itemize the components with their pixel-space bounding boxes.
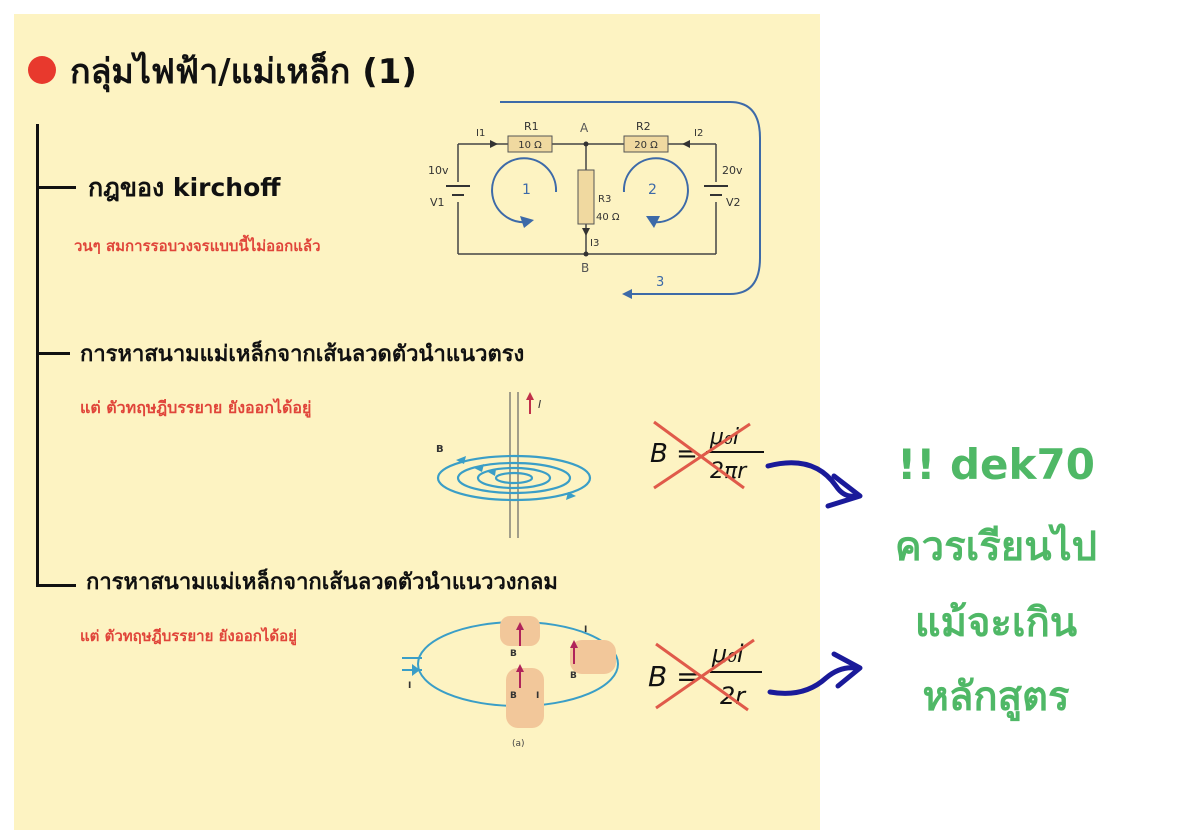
r2-value: 20 Ω: [634, 140, 658, 151]
formula-circular-loop: B = μ₀i 2r: [648, 638, 762, 712]
hand-right: [570, 640, 616, 674]
side-note-line-3: แม้จะเกิน: [914, 600, 1078, 646]
node-b: B: [581, 261, 589, 275]
arrow-to-side-note-2: [767, 651, 863, 696]
loop-1-label: 1: [522, 182, 531, 198]
formula-1-numerator: μ₀i: [709, 425, 739, 450]
arrow-to-side-note-1: [765, 460, 863, 509]
content-panel: [14, 14, 820, 830]
formula-2-lhs: B =: [648, 660, 700, 693]
r1-label: R1: [524, 120, 539, 133]
i3-label: I3: [590, 238, 599, 249]
loop-3-label: 3: [656, 275, 664, 290]
resistor-r1: [507, 135, 553, 153]
straight-wire-field-diagram: I B: [436, 392, 592, 538]
formula-1-cross-a: [653, 420, 745, 490]
svg-text:I: I: [584, 625, 587, 635]
r3-label: R3: [598, 194, 611, 205]
v2-value: 20v: [722, 164, 743, 177]
note-straight-wire: แต่ ตัวทฤษฎีบรรยาย ยังออกได้อยู่: [80, 398, 312, 417]
side-note-line-2: ควรเรียนไป: [894, 524, 1098, 570]
i2-label: I2: [694, 128, 703, 139]
svg-text:B: B: [510, 691, 517, 701]
field-label-loop: B: [510, 649, 517, 659]
formula-2-cross-b: [655, 638, 755, 710]
page-title: กลุ่มไฟฟ้า/แม่เหล็ก (1): [70, 52, 417, 92]
tree-branch-3: [36, 584, 76, 587]
loop-2-label: 2: [648, 182, 657, 198]
i1-label: I1: [476, 128, 485, 139]
heading-circular-wire: การหาสนามแม่เหล็กจากเส้นลวดตัวนำแนววงกลม: [86, 570, 558, 595]
field-label-straight: B: [436, 444, 444, 455]
side-note-line-4: หลักสูตร: [922, 674, 1070, 720]
node-a: A: [580, 121, 589, 135]
circular-loop-field-diagram: B B B I I I (a): [402, 616, 619, 749]
svg-text:I: I: [536, 691, 539, 701]
hand-bottom: [506, 668, 544, 728]
heading-straight-wire: การหาสนามแม่เหล็กจากเส้นลวดตัวนำแนวตรง: [80, 342, 525, 367]
title-bullet: [28, 56, 56, 84]
heading-kirchoff: กฎของ kirchoff: [88, 173, 281, 202]
side-note-line-1: !! dek70: [897, 440, 1095, 489]
formula-1-denominator: 2πr: [710, 459, 748, 484]
current-label-loop: I: [408, 681, 411, 691]
note-kirchoff: วนๆ สมการรอบวงจรแบบนี้ไม่ออกแล้ว: [74, 237, 321, 255]
formula-2-numerator: μ₀i: [711, 640, 744, 668]
tree-trunk: [36, 124, 39, 586]
current-label-straight: I: [538, 398, 541, 411]
v1-label: V1: [430, 196, 445, 209]
figure-caption: (a): [512, 739, 525, 749]
formula-straight-wire: B = μ₀i 2πr: [650, 420, 764, 490]
kirchoff-circuit-diagram: 10 Ω 20 Ω R1 R2 R3 40 Ω A B 10v V1 20v V…: [428, 101, 761, 299]
resistor-r2: [623, 135, 669, 153]
tree-branch-2: [36, 352, 70, 355]
tree-branch-1: [36, 186, 76, 189]
formula-1-cross-b: [653, 422, 751, 490]
v1-value: 10v: [428, 164, 449, 177]
svg-text:B: B: [570, 671, 577, 681]
v2-label: V2: [726, 196, 741, 209]
r2-label: R2: [636, 120, 651, 133]
r3-value: 40 Ω: [596, 212, 620, 223]
resistor-r3: [577, 169, 595, 225]
note-circular-wire: แต่ ตัวทฤษฎีบรรยาย ยังออกได้อยู่: [80, 627, 297, 645]
r1-value: 10 Ω: [518, 140, 542, 151]
